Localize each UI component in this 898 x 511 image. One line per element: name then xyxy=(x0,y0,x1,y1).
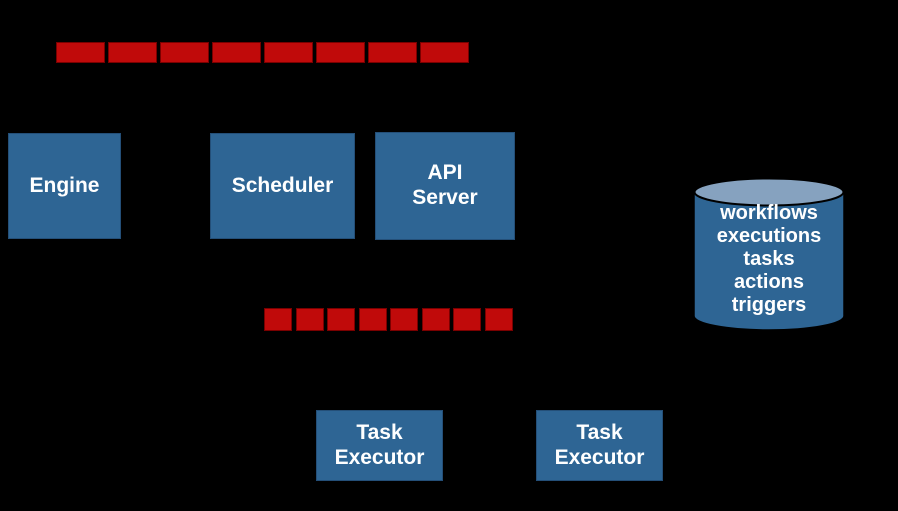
scheduler-label: Scheduler xyxy=(232,174,334,199)
queue-segment xyxy=(212,42,261,63)
queue-segment xyxy=(56,42,105,63)
engine-box: Engine xyxy=(8,133,121,239)
datastore-cylinder: workflows executions tasks actions trigg… xyxy=(693,177,845,331)
queue-segment xyxy=(327,308,355,331)
queue-segment xyxy=(108,42,157,63)
queue-segment xyxy=(422,308,450,331)
queue-segment xyxy=(296,308,324,331)
datastore-item: actions xyxy=(693,271,845,294)
queue-segment xyxy=(160,42,209,63)
api-server-box: API Server xyxy=(375,132,515,240)
task-executor-label: Task Executor xyxy=(548,421,652,471)
datastore-item: triggers xyxy=(693,294,845,317)
task-executor-box-1: Task Executor xyxy=(316,410,443,481)
message-queue-top xyxy=(56,42,469,63)
queue-segment xyxy=(264,42,313,63)
task-executor-label: Task Executor xyxy=(328,421,432,471)
task-executor-box-2: Task Executor xyxy=(536,410,663,481)
datastore-item: workflows xyxy=(693,202,845,225)
queue-segment xyxy=(390,308,418,331)
engine-label: Engine xyxy=(29,174,99,199)
queue-segment xyxy=(264,308,292,331)
datastore-contents: workflows executions tasks actions trigg… xyxy=(693,202,845,317)
queue-segment xyxy=(359,308,387,331)
scheduler-box: Scheduler xyxy=(210,133,355,239)
datastore-item: executions xyxy=(693,225,845,248)
queue-segment xyxy=(368,42,417,63)
datastore-item: tasks xyxy=(693,248,845,271)
api-server-label: API Server xyxy=(403,161,487,211)
queue-segment xyxy=(453,308,481,331)
queue-segment xyxy=(316,42,365,63)
queue-segment xyxy=(485,308,513,331)
message-queue-middle xyxy=(264,308,513,331)
queue-segment xyxy=(420,42,469,63)
